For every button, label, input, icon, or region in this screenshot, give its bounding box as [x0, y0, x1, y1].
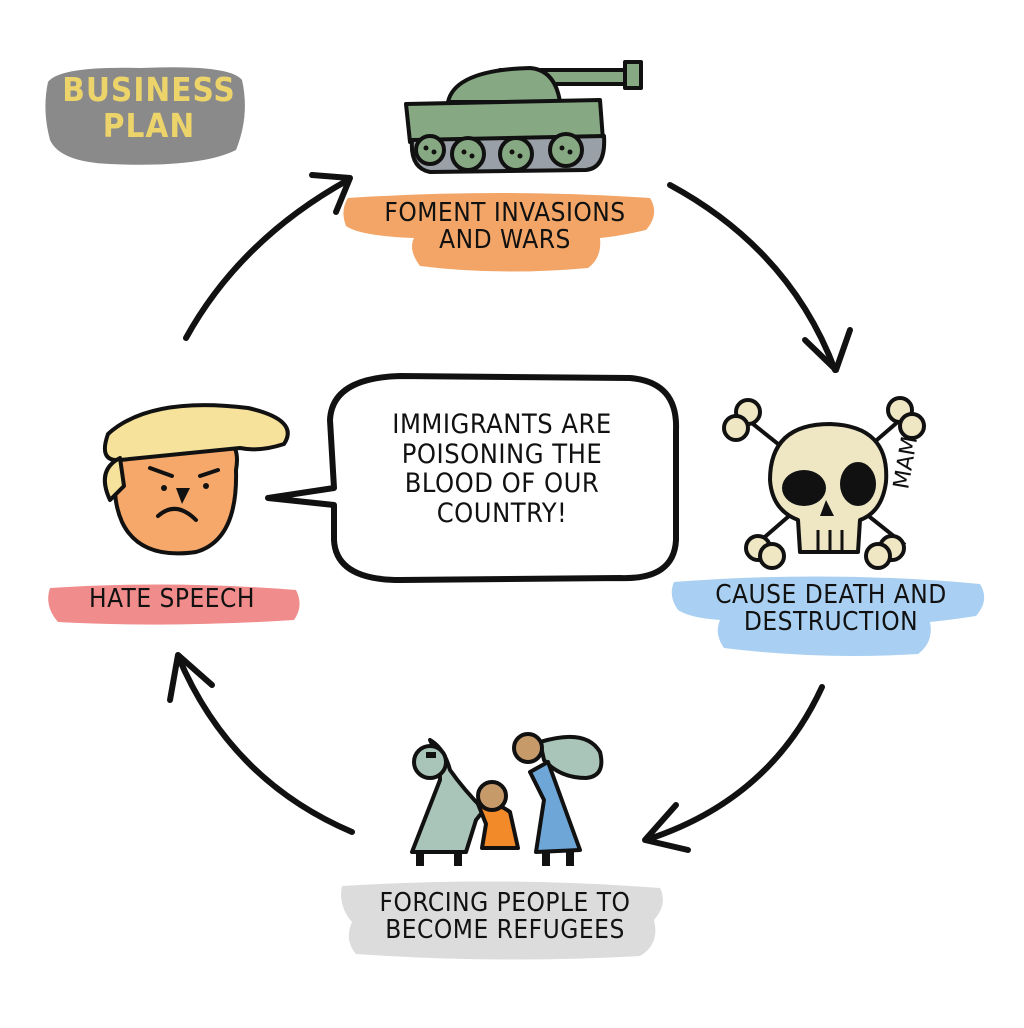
- arrow-left-top-head: [309, 172, 353, 215]
- angry-face-icon: [102, 403, 290, 556]
- tank-icon: [404, 60, 643, 174]
- cause-line2: DESTRUCTION: [743, 607, 919, 638]
- arrow-right-bottom: [643, 684, 825, 843]
- arrow-left-bottom: [175, 653, 355, 835]
- hate-line1: HATE SPEECH: [88, 584, 255, 614]
- title-label: BUSINESS PLAN: [60, 72, 238, 143]
- speech-bubble: [265, 373, 680, 583]
- arrow-left-bottom-head: [167, 652, 215, 703]
- arrow-right-bottom-head: [642, 802, 691, 853]
- speech-text: IMMIGRANTS ARE POISONING THE BLOOD OF OU…: [352, 410, 652, 529]
- forcing-brush: [341, 881, 663, 960]
- hate-brush: [48, 584, 300, 625]
- title-brush: [45, 67, 245, 165]
- speech-line2: POISONING THE: [401, 438, 603, 470]
- speech-line4: COUNTRY!: [436, 498, 568, 530]
- title-line1: BUSINESS: [62, 70, 236, 109]
- foment-brush: [343, 193, 655, 272]
- signature: MAM: [889, 434, 923, 491]
- left-brow: [148, 466, 174, 478]
- step-forcing: FORCING PEOPLE TO BECOME REFUGEES: [345, 888, 665, 946]
- foment-line2: AND WARS: [439, 225, 571, 256]
- cause-line1: CAUSE DEATH AND: [715, 580, 947, 610]
- speech-line1: IMMIGRANTS ARE: [392, 409, 612, 440]
- forcing-line2: BECOME REFUGEES: [385, 915, 625, 946]
- arrow-right-top-head: [802, 327, 853, 373]
- arrow-right-top: [667, 182, 838, 373]
- skull-crossbones-icon: [722, 396, 926, 570]
- step-hate: HATE SPEECH: [52, 584, 292, 614]
- mouth: [156, 507, 198, 522]
- title-line2: PLAN: [102, 105, 196, 145]
- forcing-line1: FORCING PEOPLE TO: [379, 888, 631, 918]
- speech-line3: BLOOD OF OUR: [404, 468, 600, 500]
- foment-line1: FOMENT INVASIONS: [384, 198, 626, 228]
- right-brow: [198, 468, 220, 478]
- cause-brush: [671, 576, 985, 656]
- arrow-left-top: [183, 177, 351, 341]
- step-cause: CAUSE DEATH AND DESTRUCTION: [676, 580, 986, 638]
- refugee-family-icon: [410, 732, 604, 854]
- step-foment: FOMENT INVASIONS AND WARS: [355, 198, 655, 256]
